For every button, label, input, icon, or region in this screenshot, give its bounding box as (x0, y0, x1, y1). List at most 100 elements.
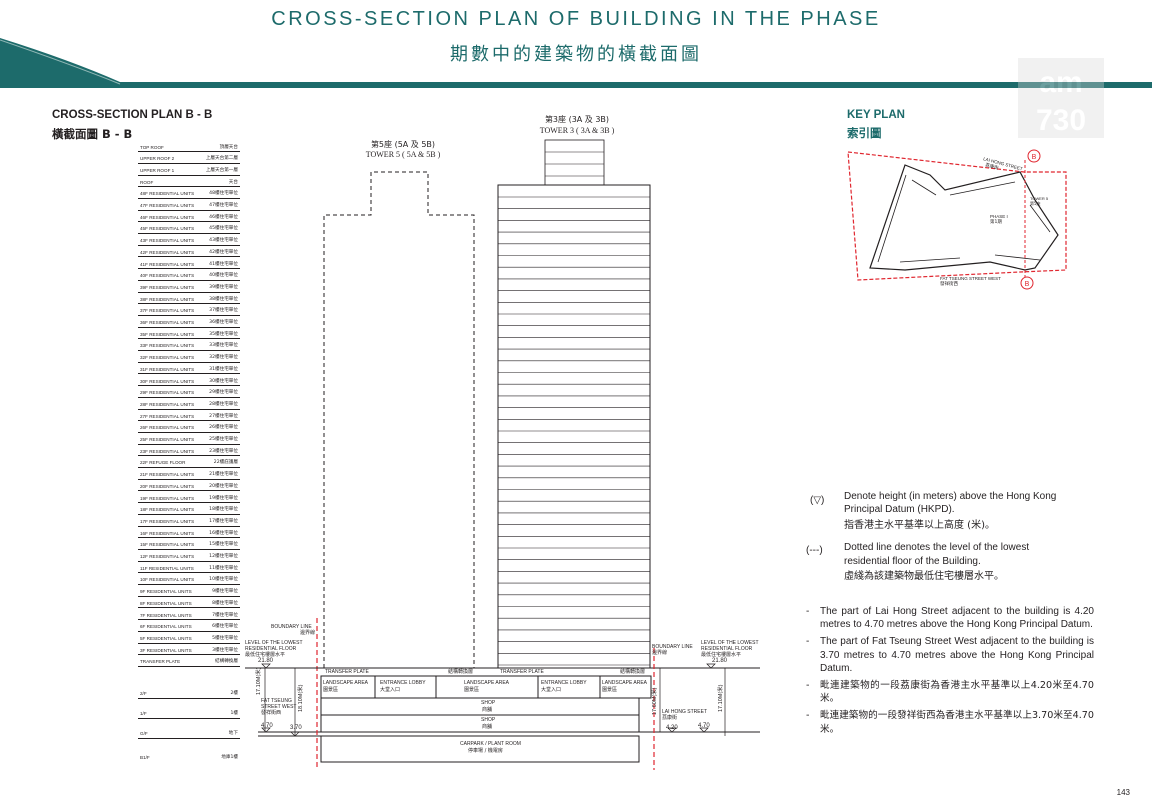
tower-5-outline (323, 171, 475, 668)
entrance-lobby-label-2: ENTRANCE LOBBY (541, 680, 587, 686)
level-left-3-70: 3.70 (290, 725, 302, 731)
floor-label-chinese: 31樓住宅單位 (209, 366, 238, 372)
floor-label-chinese: 29樓住宅單位 (209, 390, 238, 396)
tower5-label-zh: 第5座 (5A 及 5B) (370, 140, 436, 149)
floor-label-chinese: 38樓住宅單位 (209, 296, 238, 302)
level-right-4-20: 4.20 (666, 725, 678, 731)
floor-label-chinese: 結構轉換層 (215, 659, 238, 665)
boundary-line-label-right: BOUNDARY LINE (652, 644, 693, 650)
carpark-label: CARPARK / PLANT ROOM (460, 741, 521, 747)
floor-label-chinese: 19樓住宅單位 (209, 495, 238, 501)
landscape-area-zh-1: 園景區 (323, 687, 339, 693)
floor-label: 46F RESIDENTIAL UNITS (140, 214, 195, 220)
dimension-right-b: 17.10M(米) (718, 684, 724, 712)
floor-label: 37F RESIDENTIAL UNITS (140, 308, 195, 314)
level-right-4-70: 4.70 (698, 723, 710, 729)
floor-label-chinese: 28樓住宅單位 (209, 401, 238, 407)
floor-label: 32F RESIDENTIAL UNITS (140, 355, 195, 361)
floor-label: G/F (140, 731, 148, 736)
floor-label: 16F RESIDENTIAL UNITS (140, 530, 195, 536)
floor-label: 1/F (140, 711, 147, 716)
floor-label: 12F RESIDENTIAL UNITS (140, 554, 195, 559)
lowest-floor-label-right-1: LEVEL OF THE LOWEST (701, 640, 759, 646)
lowest-floor-zh-right: 最低住宅樓層水平 (701, 652, 742, 658)
keyplan-lai-hong-zh: 荔康街 (984, 161, 999, 171)
shop-zh-2: 商舖 (482, 724, 493, 730)
floor-label-chinese: 25樓住宅單位 (209, 437, 238, 442)
legend-triangle-en-1: Denote height (in meters) above the Hong… (844, 491, 1057, 502)
level-right: 21.80 (712, 658, 728, 664)
level-markers (261, 663, 716, 737)
lowest-floor-label-left-1: LEVEL OF THE LOWEST (245, 640, 303, 646)
floor-label: 26F RESIDENTIAL UNITS (140, 425, 195, 431)
transfer-plate-label-zh-1: 結構轉換層 (448, 669, 474, 675)
note-fat-tseung-zh: -毗連建築物的一段發祥街西為香港主水平基準以上3.70米至4.70米。 (806, 710, 1094, 735)
page-number: 143 (1116, 788, 1130, 797)
keyplan-phase: PHASE I (990, 214, 1008, 219)
tower3-label: TOWER 3 ( 3A & 3B ) (539, 126, 615, 135)
landscape-area-label-1: LANDSCAPE AREA (323, 680, 369, 686)
floor-label-chinese: 20樓住宅單位 (209, 483, 238, 489)
floor-label: TOP ROOF (140, 144, 164, 150)
floor-label: ROOF (140, 179, 154, 185)
floor-label: 2/F (140, 691, 147, 696)
floor-row: 36F RESIDENTIAL UNITS 36樓住宅單位 (138, 315, 240, 328)
floor-label: 22F REFUGE FLOOR (140, 460, 186, 466)
fat-tseung-label-1: FAT TSEUNG (261, 698, 292, 704)
floor-label: 41F RESIDENTIAL UNITS (140, 261, 195, 267)
floor-label: 3F RESIDENTIAL UNITS (140, 647, 192, 653)
floor-label: TRANSFER PLATE (140, 659, 181, 665)
floor-label: 36F RESIDENTIAL UNITS (140, 320, 195, 325)
floor-label: UPPER ROOF 1 (140, 167, 175, 173)
floor-label-chinese: 46樓住宅單位 (209, 214, 238, 220)
floor-label-chinese: 48樓住宅單位 (209, 191, 238, 197)
floor-label-chinese: 37樓住宅單位 (209, 308, 238, 314)
floor-label: 40F RESIDENTIAL UNITS (140, 273, 195, 279)
floor-label-chinese: 10樓住宅單位 (209, 577, 238, 583)
floor-label-chinese: 23樓住宅單位 (209, 448, 238, 454)
legend-dashed-zh: 虛綫為該建築物最低住宅樓層水平。 (844, 571, 1004, 582)
landscape-area-zh-2: 園景區 (464, 687, 480, 693)
floor-label: UPPER ROOF 2 (140, 156, 175, 162)
floor-label: 43F RESIDENTIAL UNITS (140, 238, 195, 244)
entrance-lobby-label-1: ENTRANCE LOBBY (380, 680, 426, 686)
entrance-lobby-zh-2: 大堂入口 (541, 687, 562, 693)
floor-label-chinese: 7樓住宅單位 (212, 612, 238, 618)
floor-label-chinese: 16樓住宅單位 (209, 530, 238, 536)
floor-label-chinese: 3樓住宅單位 (212, 647, 238, 653)
page-title: CROSS-SECTION PLAN OF BUILDING IN THE PH… (271, 8, 881, 30)
floor-label: 5F RESIDENTIAL UNITS (140, 635, 192, 641)
floor-label: 47F RESIDENTIAL UNITS (140, 203, 195, 208)
floor-label-chinese: 41樓住宅單位 (209, 261, 238, 267)
floor-row: 48F RESIDENTIAL UNITS 48樓住宅單位 (138, 186, 240, 199)
floor-label: 48F RESIDENTIAL UNITS (140, 191, 195, 197)
legend-dashed-en-2: residential floor of the Building. (844, 556, 981, 567)
floor-label: 9F RESIDENTIAL UNITS (140, 589, 192, 595)
floor-label-chinese: 天台 (228, 179, 238, 185)
keyplan-phase-zh: 第1期 (990, 218, 1002, 225)
floor-label: 38F RESIDENTIAL UNITS (140, 296, 195, 302)
floor-row: TRANSFER PLATE 結構轉換層 (138, 654, 240, 667)
floor-label-chinese: 36樓住宅單位 (209, 320, 238, 325)
floor-label-chinese: 上層天台第一層 (205, 167, 238, 173)
dimension-lines (264, 668, 726, 736)
floor-label-chinese: 8樓住宅單位 (212, 600, 238, 606)
floor-label-chinese: 17樓住宅單位 (209, 518, 238, 524)
header-banner (0, 38, 1152, 88)
legend-symbol-triangle: (▽) (810, 495, 825, 506)
boundary-line-zh-right: 邊界線 (652, 650, 668, 656)
